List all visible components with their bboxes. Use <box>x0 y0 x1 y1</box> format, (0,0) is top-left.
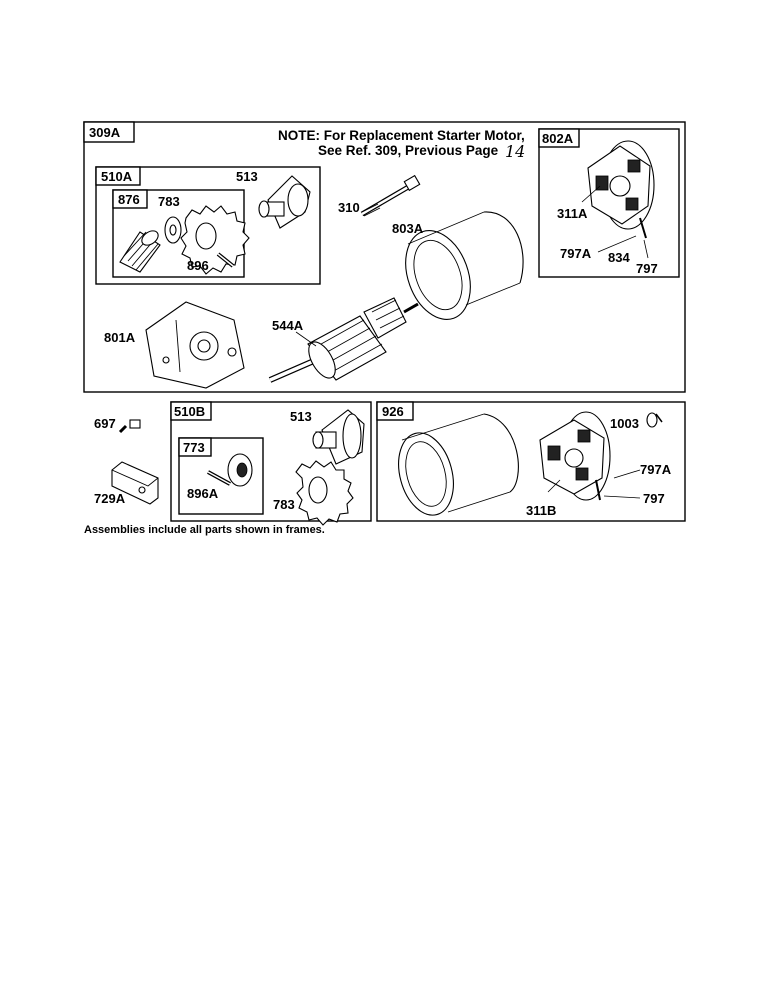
frame-773-label: 773 <box>183 440 205 455</box>
label-896: 896 <box>187 258 209 273</box>
drive-helix-lower-drawing <box>312 409 365 465</box>
housing-lower-drawing <box>398 413 519 516</box>
frame-926: 926 <box>376 401 686 522</box>
label-311a: 311A <box>557 206 588 221</box>
label-729a: 729A <box>94 491 126 506</box>
replacement-note: NOTE: For Replacement Starter Motor, See… <box>278 128 525 161</box>
label-783-upper: 783 <box>158 194 180 209</box>
label-544a: 544A <box>272 318 304 333</box>
drive-end-cap-drawing <box>145 301 245 389</box>
screw-drawing <box>118 419 141 434</box>
pin-upper-drawing <box>216 252 235 268</box>
label-834: 834 <box>608 250 630 265</box>
pinion-gear-lower-drawing <box>295 460 354 526</box>
frame-510a-label: 510A <box>101 169 133 184</box>
label-896a: 896A <box>187 486 219 501</box>
frame-510b-label: 510B <box>174 404 205 419</box>
nut-1003-drawing <box>646 412 663 428</box>
note-line-1: NOTE: For Replacement Starter Motor, <box>278 128 525 143</box>
end-cap-upper-drawing <box>587 140 655 239</box>
label-513-lower: 513 <box>290 409 312 424</box>
pinion-gear-upper-drawing <box>180 205 250 275</box>
label-801a: 801A <box>104 330 136 345</box>
frame-309a: 309A <box>83 121 686 393</box>
clutch-spring-drawing <box>119 230 161 273</box>
label-513-upper: 513 <box>236 169 258 184</box>
drive-helix-upper-drawing <box>258 175 311 229</box>
end-cap-lower-drawing <box>539 411 611 501</box>
label-797-upper: 797 <box>636 261 658 276</box>
label-803a: 803A <box>392 221 424 236</box>
label-797a-lower: 797A <box>640 462 672 477</box>
frame-510a: 510A <box>95 166 321 285</box>
frame-876-label: 876 <box>118 192 140 207</box>
collar-drawing <box>227 453 253 487</box>
note-line-2: See Ref. 309, Previous Page <box>318 143 499 158</box>
washer-drawing <box>164 216 182 244</box>
handwritten-page-number: 14 <box>505 142 525 161</box>
housing-upper-drawing <box>405 200 530 320</box>
frame-773: 773 <box>178 437 264 515</box>
assemblies-footnote: Assemblies include all parts shown in fr… <box>84 524 325 536</box>
frame-802a-label: 802A <box>542 131 574 146</box>
frame-926-label: 926 <box>382 404 404 419</box>
label-1003: 1003 <box>610 416 639 431</box>
bracket-drawing <box>111 461 159 505</box>
label-797a-upper: 797A <box>560 246 592 261</box>
label-783-lower: 783 <box>273 497 295 512</box>
frame-510b: 510B <box>170 401 372 522</box>
frame-309a-label: 309A <box>89 125 121 140</box>
frame-802a: 802A <box>538 128 680 278</box>
thru-bolt-drawing <box>360 174 421 217</box>
label-697: 697 <box>94 416 116 431</box>
label-311b: 311B <box>526 503 556 518</box>
label-797-lower: 797 <box>643 491 665 506</box>
label-310: 310 <box>338 200 360 215</box>
pin-lower-drawing <box>207 470 231 486</box>
armature-drawing <box>268 297 419 383</box>
